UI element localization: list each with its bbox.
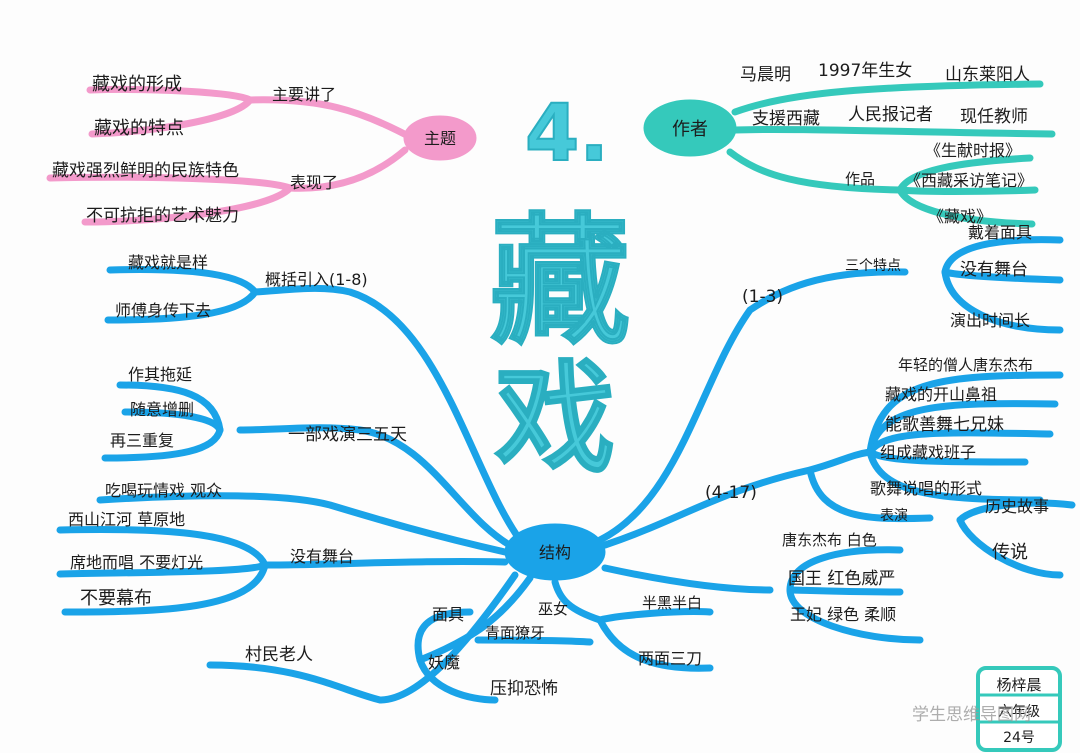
witch-sub: 半黑半白 bbox=[642, 594, 702, 612]
section13-item: 演出时间长 bbox=[950, 311, 1030, 330]
section417-item: 藏戏的开山鼻祖 bbox=[885, 385, 997, 404]
theme-main-label: 主要讲了 bbox=[272, 85, 336, 104]
theme-node-shape bbox=[403, 115, 477, 161]
mask-label: 面具 bbox=[432, 605, 464, 624]
title-char-2: 戏 bbox=[495, 350, 615, 489]
color-item: 国王 红色威严 bbox=[788, 569, 895, 589]
theme-main-item: 藏戏的形成 bbox=[92, 74, 182, 95]
villager-text: 村民老人 bbox=[245, 645, 313, 665]
name-box-line: 六年级 bbox=[998, 704, 1040, 720]
perform-item: 历史故事 bbox=[985, 497, 1049, 516]
color-item: 唐东杰布 白色 bbox=[782, 531, 877, 549]
name-box-line: 24号 bbox=[1003, 730, 1035, 746]
theme-show-label: 表现了 bbox=[290, 173, 338, 192]
author-works-label: 作品 bbox=[845, 170, 875, 188]
center-node-shape bbox=[504, 523, 606, 581]
center-label: 结构 bbox=[539, 543, 571, 562]
theme-main-item: 藏戏的特点 bbox=[94, 118, 184, 139]
section417-item: 歌舞说唱的形式 bbox=[870, 479, 982, 498]
section13-item: 没有舞台 bbox=[960, 260, 1028, 280]
intro-item: 藏戏就是样 bbox=[128, 253, 208, 272]
author-line2: 人民报记者 bbox=[848, 105, 933, 125]
theme-branches bbox=[46, 85, 416, 226]
nostage-label: 没有舞台 bbox=[290, 547, 354, 566]
oneplay-item: 作其拖延 bbox=[128, 365, 192, 384]
author-node-shape bbox=[643, 99, 737, 157]
mask-item: 压抑恐怖 bbox=[490, 679, 558, 699]
oneplay-label: 一部戏演三五天 bbox=[288, 425, 407, 445]
name-box-frame bbox=[976, 666, 1062, 752]
audience-text: 吃喝玩情戏 观众 bbox=[105, 481, 222, 500]
oneplay-item: 再三重复 bbox=[110, 431, 174, 450]
nostage-item: 席地而唱 不要灯光 bbox=[70, 553, 203, 572]
section13-label: (1-3) bbox=[742, 287, 783, 307]
section417-item: 能歌善舞七兄妹 bbox=[885, 415, 1004, 435]
section417-label: (4-17) bbox=[705, 483, 757, 503]
author-line2: 现任教师 bbox=[960, 107, 1028, 127]
section417-item: 年轻的僧人唐东杰布 bbox=[898, 356, 1033, 374]
intro-item: 师傅身传下去 bbox=[115, 301, 211, 320]
title-char-1: 藏 bbox=[490, 201, 630, 364]
nostage-item: 西山江河 草原地 bbox=[68, 510, 185, 529]
perform-item: 传说 bbox=[992, 542, 1028, 563]
theme-show-item: 不可抗拒的艺术魅力 bbox=[86, 206, 239, 226]
author-line1: 马晨明 bbox=[740, 65, 791, 85]
author-branches bbox=[726, 80, 1056, 228]
theme-show-item: 藏戏强烈鲜明的民族特色 bbox=[52, 161, 239, 181]
author-line1: 1997年生女 bbox=[818, 61, 912, 81]
intro-label: 概括引入(1-8) bbox=[265, 270, 368, 289]
author-work: 《西藏采访笔记》 bbox=[905, 171, 1033, 190]
color-item: 王妃 绿色 柔顺 bbox=[790, 605, 896, 624]
theme-label: 主题 bbox=[424, 129, 456, 148]
watermark-text: 学生思维导图网 bbox=[912, 705, 1031, 725]
perform-label: 表演 bbox=[880, 508, 908, 524]
section13-sub: 三个特点 bbox=[845, 258, 901, 274]
mask-item: 青面獠牙 bbox=[485, 624, 545, 642]
structure-branches bbox=[56, 236, 1076, 704]
nostage-item: 不要幕布 bbox=[80, 588, 152, 609]
title-number: 4. bbox=[525, 89, 609, 179]
witch-item: 两面三刀 bbox=[638, 649, 702, 668]
witch-label: 巫女 bbox=[538, 600, 568, 618]
author-line1: 山东莱阳人 bbox=[945, 65, 1030, 85]
mask-item: 妖魔 bbox=[428, 653, 460, 672]
name-box-line: 杨梓晨 bbox=[996, 676, 1041, 694]
author-work: 《藏戏》 bbox=[928, 207, 992, 226]
author-label: 作者 bbox=[672, 119, 708, 140]
section417-item: 组成藏戏班子 bbox=[880, 443, 976, 462]
author-work: 《生献时报》 bbox=[925, 141, 1021, 160]
oneplay-item: 随意增删 bbox=[130, 400, 194, 419]
section13-item: 戴着面具 bbox=[968, 223, 1032, 242]
author-line2: 支援西藏 bbox=[752, 109, 820, 129]
